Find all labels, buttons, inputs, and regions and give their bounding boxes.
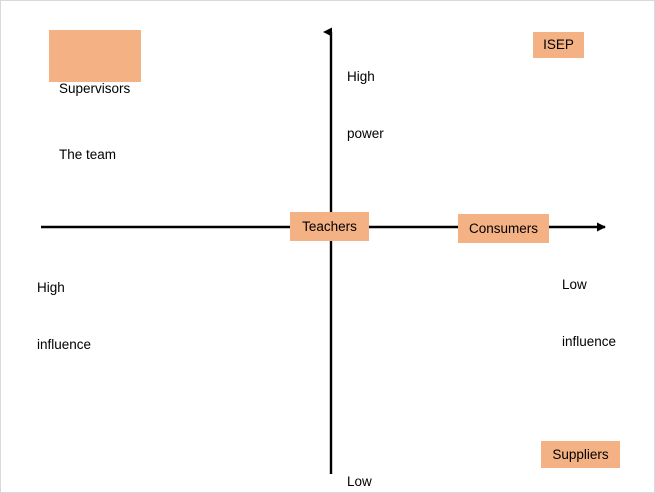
- axis-label-high-influence-line1: High: [37, 280, 65, 295]
- node-suppliers-label: Suppliers: [552, 446, 609, 462]
- node-consumers-label: Consumers: [468, 220, 539, 236]
- node-teachers-label: Teachers: [302, 218, 357, 234]
- node-supervisors-line1: Supervisors: [59, 81, 131, 96]
- node-supervisors[interactable]: Supervisors The team: [49, 30, 141, 162]
- node-isep-label: ISEP: [543, 37, 574, 52]
- axis-label-high-power-line2: power: [347, 126, 384, 141]
- axis-label-low-power-line1: Low: [347, 474, 372, 489]
- axis-label-high-influence-line2: influence: [37, 337, 92, 352]
- node-isep[interactable]: ISEP: [533, 32, 584, 58]
- node-consumers[interactable]: Consumers: [458, 214, 549, 243]
- axis-label-high-power-line1: High: [347, 69, 375, 84]
- node-teachers[interactable]: Teachers: [290, 212, 369, 241]
- axis-label-low-power: Low power: [347, 434, 384, 492]
- axis-label-low-influence: Low influence: [562, 237, 616, 389]
- node-supervisors-line2: The team: [59, 147, 117, 162]
- axis-label-low-influence-line2: influence: [562, 334, 617, 349]
- axis-label-low-influence-line1: Low: [562, 277, 587, 292]
- axis-label-high-influence: High influence: [37, 240, 91, 392]
- axis-label-high-power: High power: [347, 29, 384, 181]
- node-suppliers[interactable]: Suppliers: [541, 441, 620, 468]
